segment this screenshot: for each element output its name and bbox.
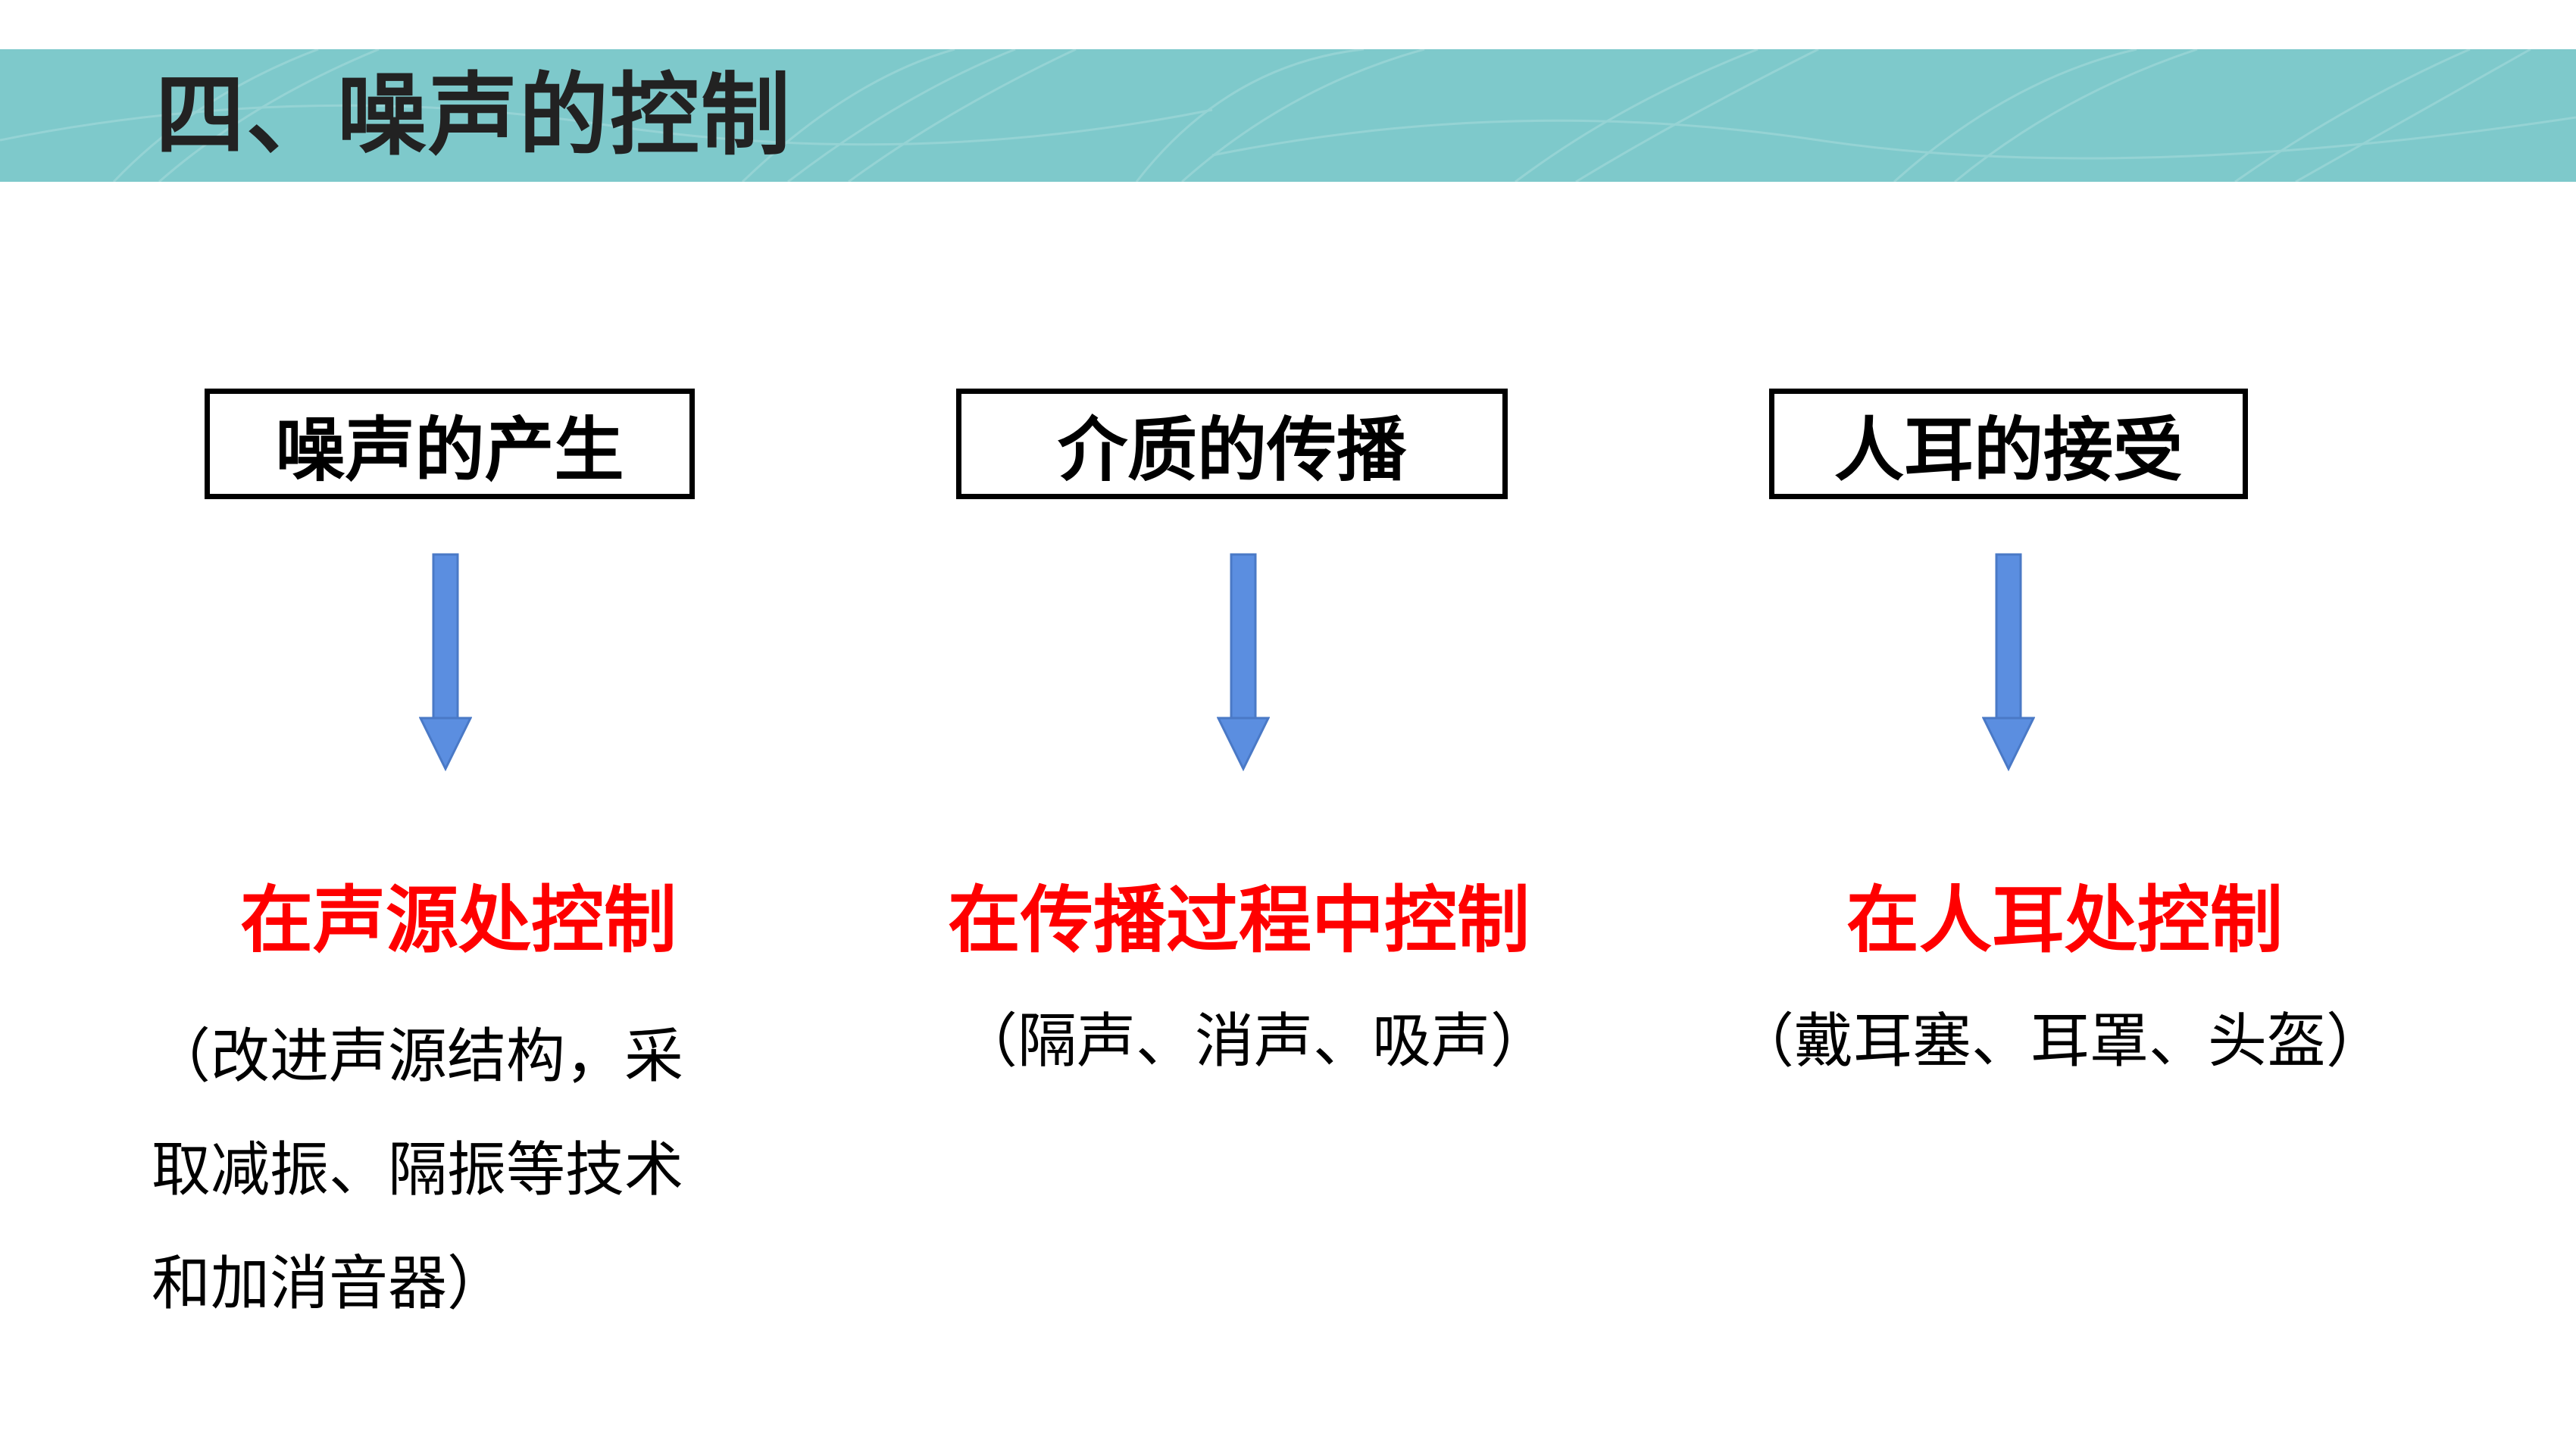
stage-box-noise-source: 噪声的产生 [205,389,695,499]
method-title-propagation: 在传播过程中控制 [948,878,1530,963]
header-leaf-pattern [0,49,2576,182]
header-band [0,49,2576,182]
method-detail-line: 和加消音器） [152,1250,507,1318]
method-title-source: 在声源处控制 [240,878,677,963]
down-arrow-icon [1217,553,1270,772]
method-detail-ear: （戴耳塞、耳罩、头盔） [1735,1007,2386,1076]
method-detail-line: （改进声源结构，采 [152,1023,684,1091]
method-detail-source: （改进声源结构，采 取减振、隔振等技术 和加消音器） [152,1000,758,1341]
down-arrow-icon [419,553,472,772]
method-title-ear: 在人耳处控制 [1846,878,2283,963]
down-arrow-icon [1982,553,2035,772]
page-title: 四、噪声的控制 [155,63,792,167]
method-detail-line: 取减振、隔振等技术 [152,1136,684,1204]
method-detail-propagation: （隔声、消声、吸声） [958,1007,1550,1076]
stage-box-medium-propagation: 介质的传播 [956,389,1508,499]
stage-box-ear-reception: 人耳的接受 [1769,389,2248,499]
